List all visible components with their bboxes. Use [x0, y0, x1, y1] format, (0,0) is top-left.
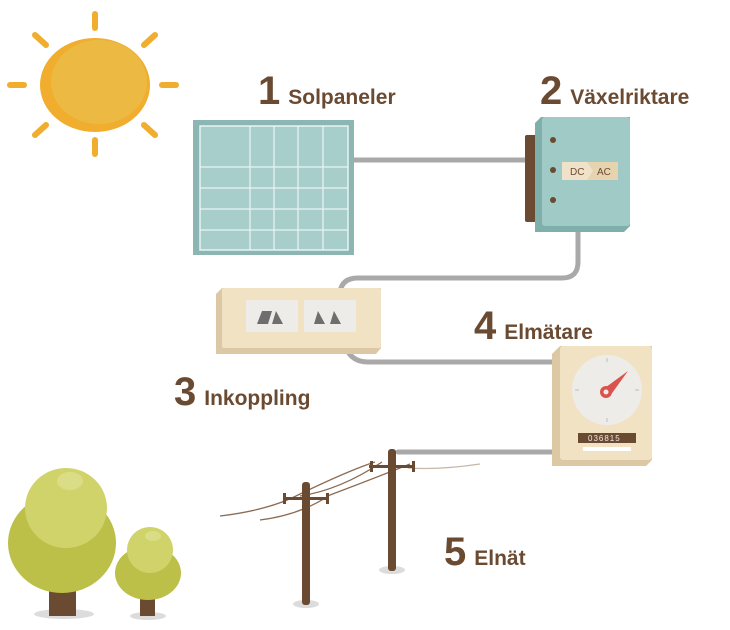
step-title-inkoppling: Inkoppling [204, 387, 311, 410]
step-number: 5 [444, 530, 467, 574]
step-3-label: 3 Inkoppling [174, 372, 310, 412]
step-title-vaxelriktare: Växelriktare [570, 86, 690, 109]
solar-panel [193, 120, 354, 255]
inverter: DC AC [525, 117, 630, 232]
step-title-solpaneler: Solpaneler [288, 86, 396, 109]
cable-inverter-inkoppling [337, 227, 581, 295]
step-number: 4 [474, 304, 497, 348]
electricity-meter: 036815 [552, 346, 652, 466]
utility-pole-near [283, 482, 329, 608]
power-lines [219, 449, 481, 608]
step-4-label: 4 Elmätare [474, 306, 593, 346]
switch-icon [257, 311, 341, 324]
gauge-needle-icon [600, 371, 628, 398]
step-title-elnat: Elnät [474, 547, 526, 570]
step-number: 1 [258, 69, 281, 113]
step-title-elmatare: Elmätare [504, 321, 593, 344]
ac-label: AC [597, 167, 611, 178]
dc-label: DC [570, 167, 584, 178]
sun-icon [7, 11, 179, 157]
step-number: 2 [540, 69, 563, 113]
utility-pole-far [369, 449, 415, 574]
step-1-label: 1 Solpaneler [258, 71, 396, 111]
dc-ac-badge: DC AC [562, 162, 618, 180]
meter-reading: 036815 [588, 434, 621, 443]
tree-large-icon [8, 468, 116, 619]
tree-small-icon [115, 527, 181, 620]
step-5-label: 5 Elnät [444, 532, 526, 572]
connection-box [216, 288, 381, 354]
step-number: 3 [174, 370, 197, 414]
step-2-label: 2 Växelriktare [540, 71, 689, 111]
